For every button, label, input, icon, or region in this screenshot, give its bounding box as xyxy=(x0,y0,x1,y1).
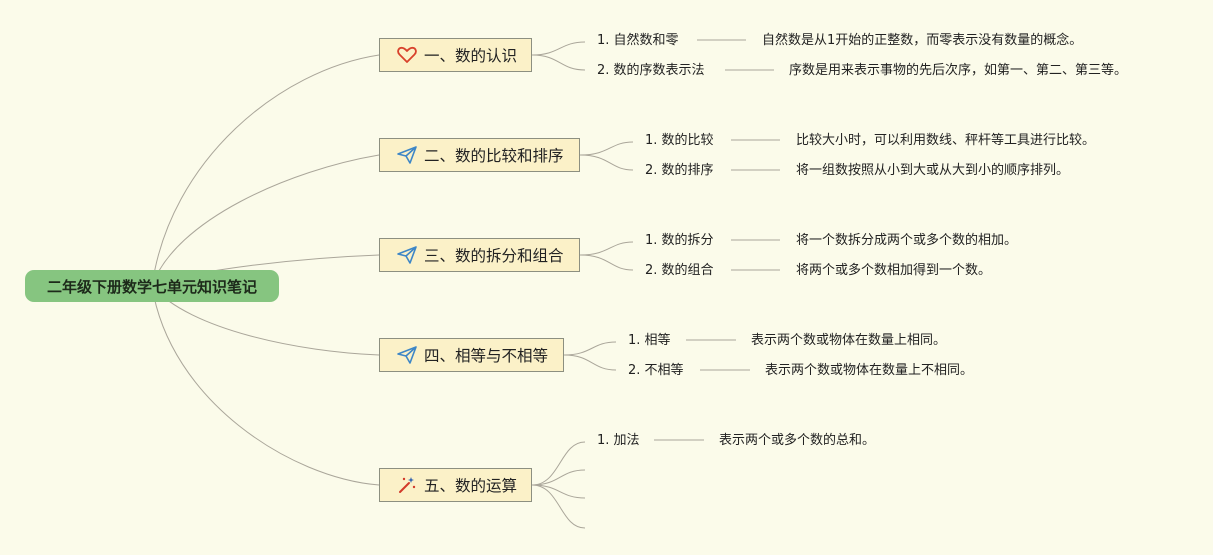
leaf-term[interactable]: 2. 数的序数表示法 xyxy=(597,63,705,78)
leaf-description: 表示两个数或物体在数量上相同。 xyxy=(751,333,947,348)
root-node[interactable]: 二年级下册数学七单元知识笔记 xyxy=(25,270,279,302)
leaf-term[interactable]: 1. 数的拆分 xyxy=(645,233,714,248)
heart-icon xyxy=(396,44,418,66)
magic-wand-icon xyxy=(396,474,418,496)
leaf-description: 表示两个数或物体在数量上不相同。 xyxy=(765,363,974,378)
root-title: 二年级下册数学七单元知识笔记 xyxy=(46,277,257,296)
branch-node-5[interactable]: 五、数的运算 xyxy=(379,468,532,502)
branch-label: 三、数的拆分和组合 xyxy=(424,247,564,265)
root-link-1 xyxy=(151,54,380,287)
branch-node-3[interactable]: 三、数的拆分和组合 xyxy=(379,238,580,272)
leaf-term[interactable]: 1. 自然数和零 xyxy=(597,33,679,48)
branch-label: 一、数的认识 xyxy=(424,47,518,65)
leaf-description: 表示两个或多个数的总和。 xyxy=(719,433,876,448)
leaf-term[interactable]: 1. 加法 xyxy=(597,433,640,448)
leaf-term[interactable]: 1. 相等 xyxy=(628,333,671,348)
branch-node-4[interactable]: 四、相等与不相等 xyxy=(379,338,564,372)
branch-node-1[interactable]: 一、数的认识 xyxy=(379,38,532,72)
leaf-term[interactable]: 2. 不相等 xyxy=(628,363,684,378)
leaf-description: 将一组数按照从小到大或从大到小的顺序排列。 xyxy=(796,163,1070,178)
root-link-2 xyxy=(151,154,380,287)
leaf-description: 自然数是从1开始的正整数，而零表示没有数量的概念。 xyxy=(762,33,1083,48)
leaf-term[interactable]: 2. 数的排序 xyxy=(645,163,714,178)
leaf-description: 将一个数拆分成两个或多个数的相加。 xyxy=(796,233,1018,248)
paper-plane-icon xyxy=(396,144,418,166)
leaf-term[interactable]: 2. 数的组合 xyxy=(645,263,714,278)
root-link-5 xyxy=(151,285,380,486)
branch-label: 五、数的运算 xyxy=(424,477,518,495)
paper-plane-icon xyxy=(396,244,418,266)
paper-plane-icon xyxy=(396,344,418,366)
branch-node-2[interactable]: 二、数的比较和排序 xyxy=(379,138,580,172)
branch-label: 四、相等与不相等 xyxy=(424,347,549,365)
leaf-description: 序数是用来表示事物的先后次序，如第一、第二、第三等。 xyxy=(789,63,1128,78)
leaf-description: 将两个或多个数相加得到一个数。 xyxy=(796,263,992,278)
leaf-description: 比较大小时，可以利用数线、秤杆等工具进行比较。 xyxy=(796,133,1096,148)
leaf-term[interactable]: 1. 数的比较 xyxy=(645,133,714,148)
branch-label: 二、数的比较和排序 xyxy=(424,147,564,165)
